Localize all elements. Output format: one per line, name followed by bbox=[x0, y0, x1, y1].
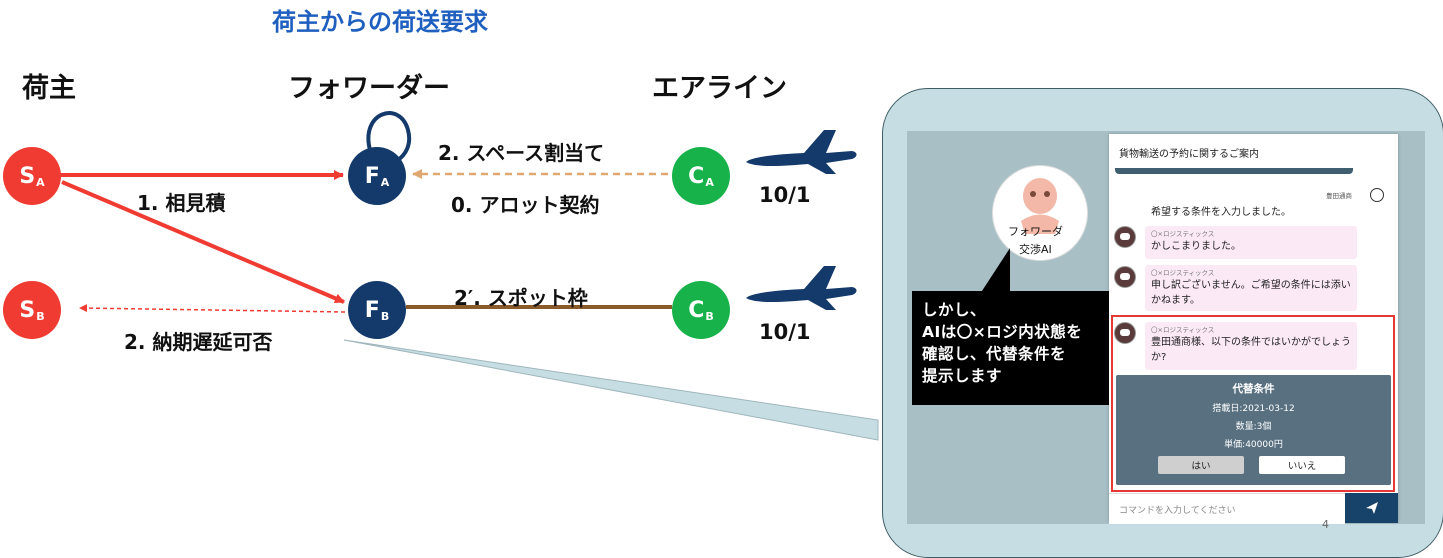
speech-bubble: しかし、 AIは〇×ロジ内状態を 確認し、代替条件を 提示します bbox=[912, 291, 1109, 405]
user-name: 豊田通商 bbox=[1326, 192, 1352, 200]
self-loop bbox=[365, 111, 412, 162]
date-cb: 10/1 bbox=[759, 320, 811, 344]
highlight-box bbox=[1111, 315, 1395, 492]
airplane-icon bbox=[746, 130, 857, 174]
offer-date: 搭載日:2021-03-12 bbox=[1212, 404, 1295, 414]
label-estimate: 1. 相見積 bbox=[137, 191, 226, 215]
bot-avatar-icon bbox=[1114, 226, 1136, 248]
heading-forwarder: フォワーダー bbox=[288, 73, 450, 104]
diagram-edges bbox=[60, 111, 879, 441]
date-ca: 10/1 bbox=[759, 183, 811, 207]
chat-header-bar bbox=[1115, 168, 1353, 174]
send-button[interactable] bbox=[1345, 493, 1398, 523]
robot-avatar-icon bbox=[1021, 178, 1059, 234]
label-space: 2. スペース割当て bbox=[438, 141, 605, 165]
bot-avatar-icon bbox=[1114, 266, 1136, 288]
edge-estimate-fb bbox=[61, 180, 345, 304]
label-allot: 0. アロット契約 bbox=[451, 193, 600, 217]
user-message: 希望する条件を入力しました。 bbox=[1151, 207, 1291, 218]
avatar-label: フォワーダ bbox=[1008, 225, 1063, 238]
ai-avatar bbox=[992, 165, 1088, 261]
speech-tail bbox=[980, 248, 1010, 294]
label-delay: 2. 納期遅延可否 bbox=[124, 330, 273, 354]
page-number: 4 bbox=[1322, 518, 1329, 531]
bot-message: 〇×ロジスティックス 申し訳ございません。ご希望の条件には添いかねます。 bbox=[1145, 265, 1357, 311]
avatar-caption: 交渉AI bbox=[1019, 243, 1052, 256]
bot-message: 〇×ロジスティックス 豊田通商様、以下の条件ではいかがでしょうか? bbox=[1145, 322, 1357, 370]
user-avatar-icon bbox=[1370, 188, 1384, 202]
yes-button[interactable]: はい bbox=[1158, 456, 1244, 474]
heading-airline: エアライン bbox=[652, 73, 787, 104]
send-icon bbox=[1365, 502, 1378, 514]
airplane-icon bbox=[746, 266, 857, 310]
alternative-offer-card: 代替条件 搭載日:2021-03-12 数量:3個 単価:40000円 はい い… bbox=[1116, 375, 1391, 485]
callout-tail bbox=[343, 339, 879, 441]
no-button[interactable]: いいえ bbox=[1259, 456, 1345, 474]
page-title: 荷主からの荷送要求 bbox=[272, 8, 488, 36]
offer-price: 単価:40000円 bbox=[1224, 440, 1283, 450]
command-input[interactable]: コマンドを入力してください bbox=[1109, 493, 1345, 524]
label-spot: 2′. スポット枠 bbox=[454, 286, 588, 310]
bot-avatar-icon bbox=[1114, 322, 1136, 344]
chat-header: 貨物輸送の予約に関するご案内 bbox=[1119, 149, 1259, 160]
bot-message: 〇×ロジスティックス かしこまりました。 bbox=[1145, 226, 1357, 259]
heading-shipper: 荷主 bbox=[22, 73, 76, 104]
edge-delay bbox=[79, 304, 346, 313]
offer-title: 代替条件 bbox=[1232, 383, 1275, 395]
offer-qty: 数量:3個 bbox=[1235, 422, 1272, 432]
